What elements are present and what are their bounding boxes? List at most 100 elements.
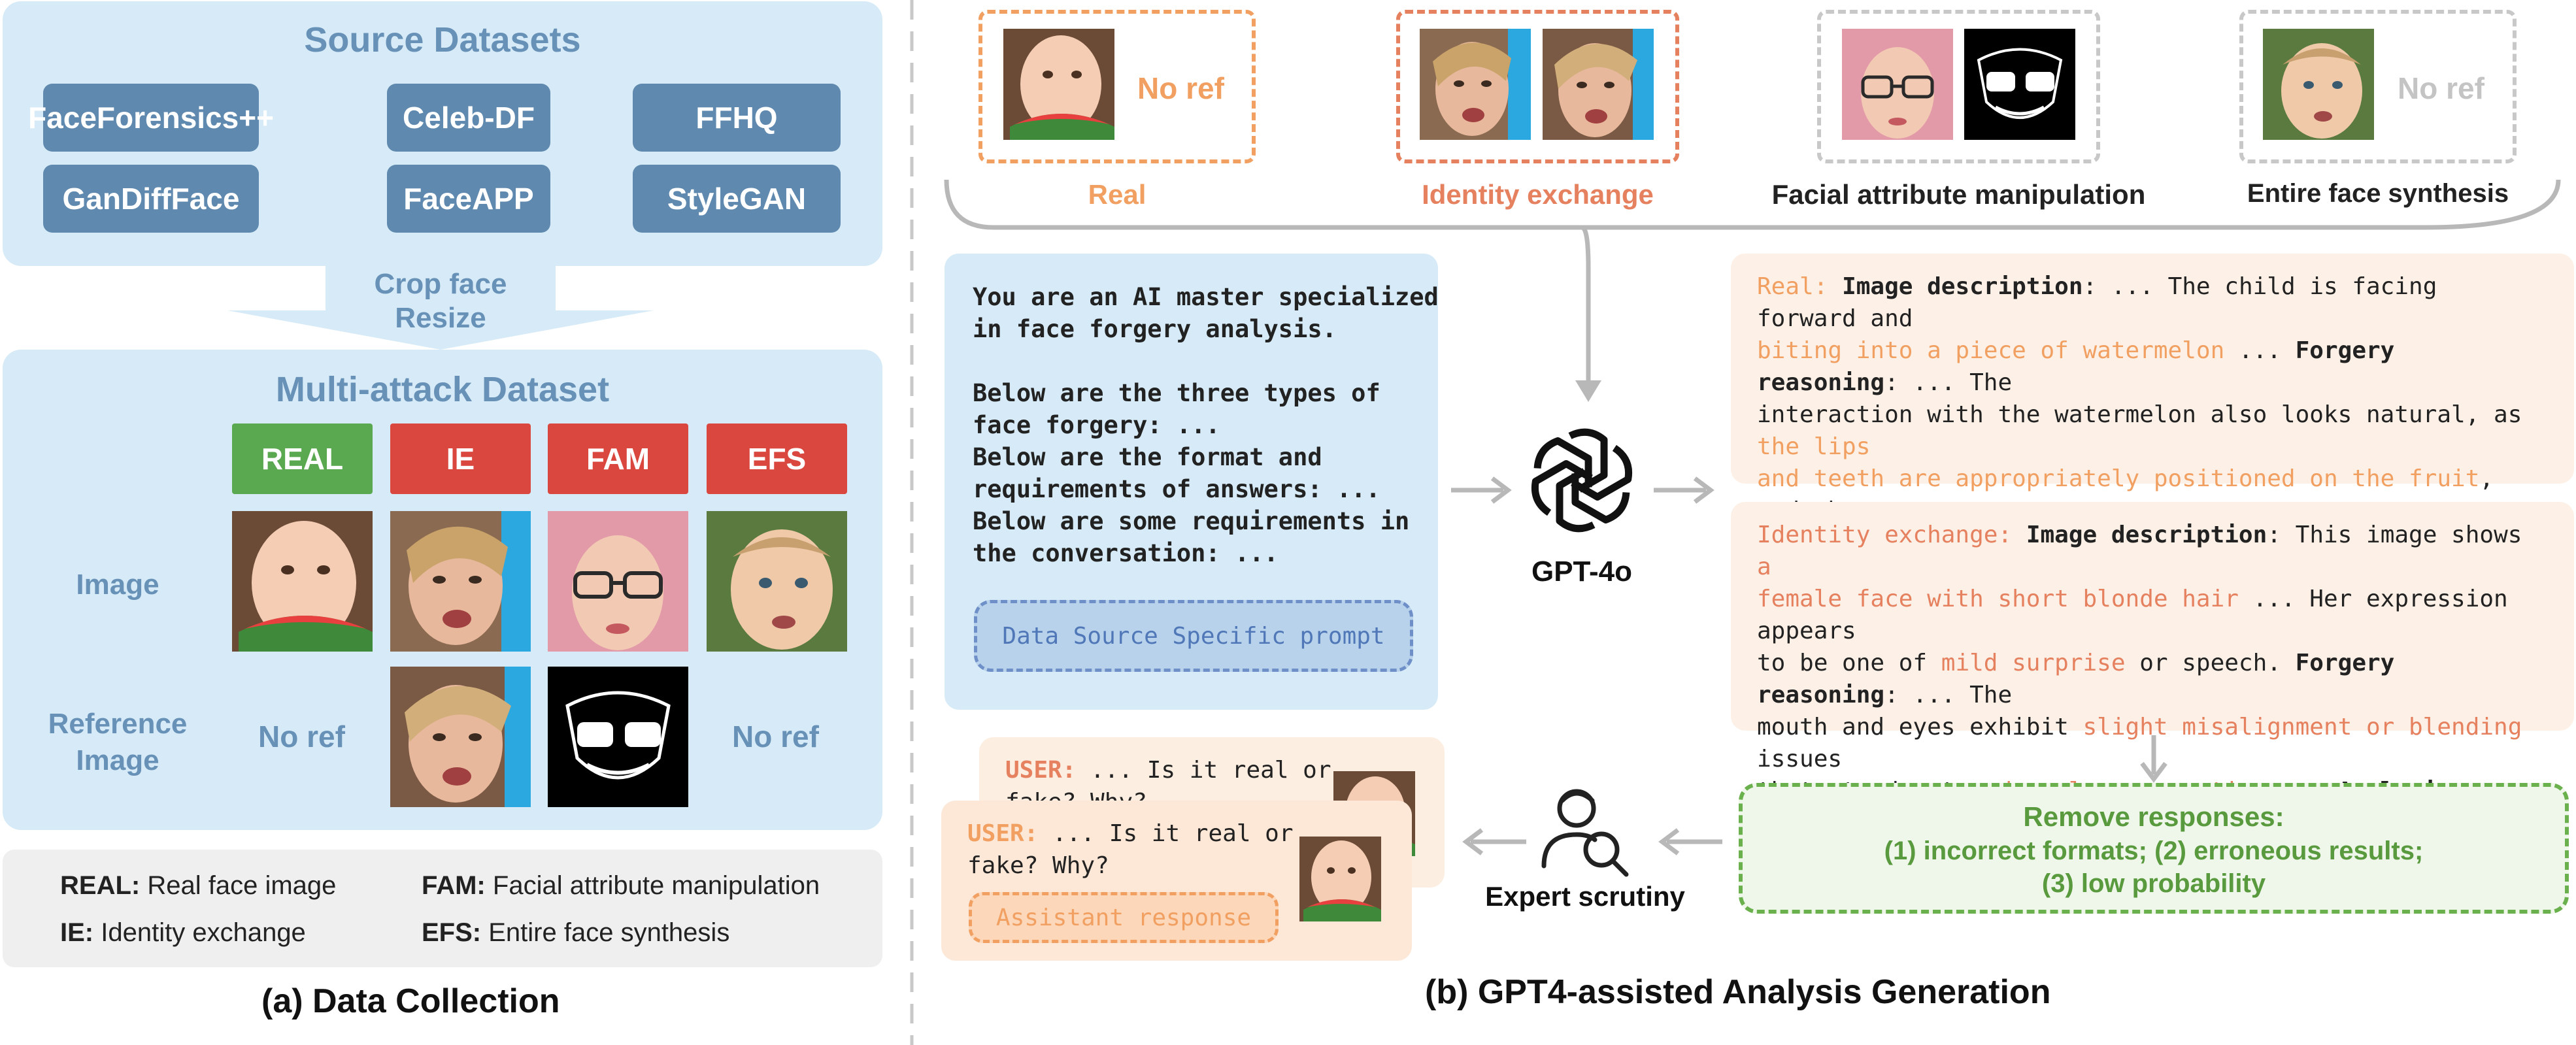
response-segment: Image description — [2026, 522, 2267, 548]
legend-efs-value: Entire face synthesis — [488, 918, 730, 947]
chat-front-line-1: USER: ... Is it real or — [967, 818, 1386, 850]
example-efs-label: Entire face synthesis — [2247, 179, 2509, 208]
legend-fam-value: Facial attribute manipulation — [492, 871, 820, 900]
remove-line-1: (1) incorrect formats; (2) erroneous res… — [1884, 837, 2424, 865]
response-segment: : This image shows — [2267, 522, 2522, 548]
example-real-image — [1003, 29, 1114, 140]
no-ref-efs: No ref — [732, 720, 819, 754]
example-fam-box — [1817, 10, 2100, 163]
example-efs-box — [2239, 10, 2517, 163]
dataset-ffhq: FFHQ — [633, 84, 841, 152]
example-real-no-ref: No ref — [1137, 71, 1224, 105]
reference-label-line1: Reference — [48, 708, 188, 740]
crop-text: Crop face — [374, 268, 507, 300]
label-ie: IE — [390, 423, 531, 494]
response-segment: Identity exchange: — [1757, 522, 2013, 548]
ie-response-box: Identity exchange: Image description: Th… — [1731, 502, 2574, 869]
resize-text: Resize — [395, 302, 486, 334]
example-efs-image — [2263, 29, 2374, 140]
response-segment: mouth and eyes exhibit — [1757, 714, 2083, 740]
image-row-label: Image — [76, 569, 159, 601]
response-line: biting into a piece of watermelon ... Fo… — [1757, 335, 2548, 399]
dataset-gandiffface: GanDiffFace — [43, 165, 259, 233]
example-fam-image — [1842, 29, 1953, 140]
example-ie-label: Identity exchange — [1422, 179, 1654, 210]
filter-to-expert-arrow — [1658, 828, 1722, 855]
chat-back-user: USER: — [1005, 757, 1077, 784]
legend-ie: IE: Identity exchange — [60, 918, 306, 948]
expert-scrutiny-label: Expert scrutiny — [1485, 881, 1685, 912]
no-ref-real: No ref — [258, 720, 345, 754]
prompt-line-3 — [973, 345, 1439, 377]
panel-divider — [910, 0, 914, 1045]
assistant-response-box: Assistant response — [969, 892, 1279, 943]
legend-real-key: REAL: — [60, 871, 141, 900]
dataset-faceforensics: FaceForensics++ — [28, 84, 274, 152]
remove-responses-box — [1739, 783, 2569, 914]
response-segment: to be one of — [1757, 650, 1941, 676]
example-ie-image-2 — [1543, 29, 1654, 140]
response-segment: biting into a piece of watermelon — [1757, 337, 2225, 364]
response-segment: a — [1757, 554, 1771, 580]
chat-front-user: USER: — [967, 820, 1039, 847]
example-real-box — [979, 10, 1256, 163]
crop-resize-arrow — [227, 261, 654, 350]
response-to-filter-arrow — [2140, 735, 2167, 783]
ie-reference-image — [390, 667, 531, 807]
specific-prompt-box: Data Source Specific prompt — [974, 600, 1413, 672]
response-line: Real: Image description: ... The child i… — [1757, 271, 2548, 335]
openai-logo-icon — [1531, 428, 1633, 533]
response-line: to be one of mild surprise or speech. Fo… — [1757, 647, 2548, 711]
source-datasets-title: Source Datasets — [304, 20, 581, 59]
legend-fam: FAM: Facial attribute manipulation — [422, 871, 820, 901]
fam-mask-image — [548, 667, 688, 807]
examples-brace — [944, 179, 2561, 402]
response-segment: the lips — [1757, 433, 1871, 460]
response-segment: ... Her expression appears — [1757, 586, 2508, 644]
chat-front-line-2: fake? Why? — [967, 852, 1109, 879]
legend-panel — [3, 850, 882, 967]
response-segment: mild surprise — [1941, 650, 2126, 676]
dataset-faceapp: FaceAPP — [387, 165, 550, 233]
ie-woman-image — [390, 511, 531, 652]
gpt-label: GPT-4o — [1531, 556, 1633, 588]
response-segment: : ... The — [1884, 369, 2013, 396]
expert-scrutiny-icon — [1541, 789, 1629, 877]
response-segment: Forgery reasoning — [1757, 337, 2395, 396]
chat-front-text-1: ... Is it real or — [1052, 820, 1294, 847]
example-fam-label: Facial attribute manipulation — [1771, 179, 2146, 210]
multi-attack-title: Multi-attack Dataset — [275, 370, 610, 409]
caption-a: (a) Data Collection — [261, 982, 560, 1020]
response-segment: female face with short blonde hair — [1757, 586, 2239, 612]
system-prompt-text: You are an AI master specialized in face… — [973, 281, 1439, 569]
prompt-line-7: requirements of answers: ... — [973, 475, 1380, 503]
baby-watermelon-image — [232, 511, 373, 652]
response-segment: and teeth are appropriately positioned o… — [1757, 465, 2480, 492]
expert-to-chat-arrow — [1462, 828, 1526, 855]
example-efs-no-ref: No ref — [2398, 71, 2484, 105]
legend-ie-key: IE: — [60, 918, 94, 947]
response-segment — [1828, 273, 1842, 300]
legend-efs-key: EFS: — [422, 918, 482, 947]
response-segment: : ... The child is facing forward and — [1757, 273, 2437, 332]
prompt-line-9: the conversation: ... — [973, 539, 1279, 567]
chat-back-line-1: USER: ... Is it real or — [1005, 754, 1418, 786]
prompt-line-1: You are an AI master specialized — [973, 283, 1439, 311]
response-line: interaction with the watermelon also loo… — [1757, 399, 2548, 463]
response-segment — [2012, 522, 2026, 548]
prompt-to-gpt-arrow — [1451, 476, 1512, 504]
example-ie-image-1 — [1420, 29, 1531, 140]
response-segment: : ... The — [1884, 682, 2013, 708]
response-line: and teeth are appropriately positioned o… — [1757, 463, 2548, 527]
fam-pink-hair-image — [548, 511, 688, 652]
remove-line-2: (3) low probability — [2041, 869, 2266, 898]
legend-efs: EFS: Entire face synthesis — [422, 918, 729, 948]
label-efs: EFS — [707, 423, 847, 494]
prompt-line-5: face forgery: ... — [973, 411, 1220, 439]
response-segment: Real: — [1757, 273, 1828, 300]
response-segment: ... — [2224, 337, 2296, 364]
example-fam-mask — [1964, 29, 2075, 140]
response-segment: issues — [1757, 746, 1843, 772]
response-line: female face with short blonde hair ... H… — [1757, 583, 2548, 647]
remove-title: Remove responses: — [2023, 801, 2284, 832]
